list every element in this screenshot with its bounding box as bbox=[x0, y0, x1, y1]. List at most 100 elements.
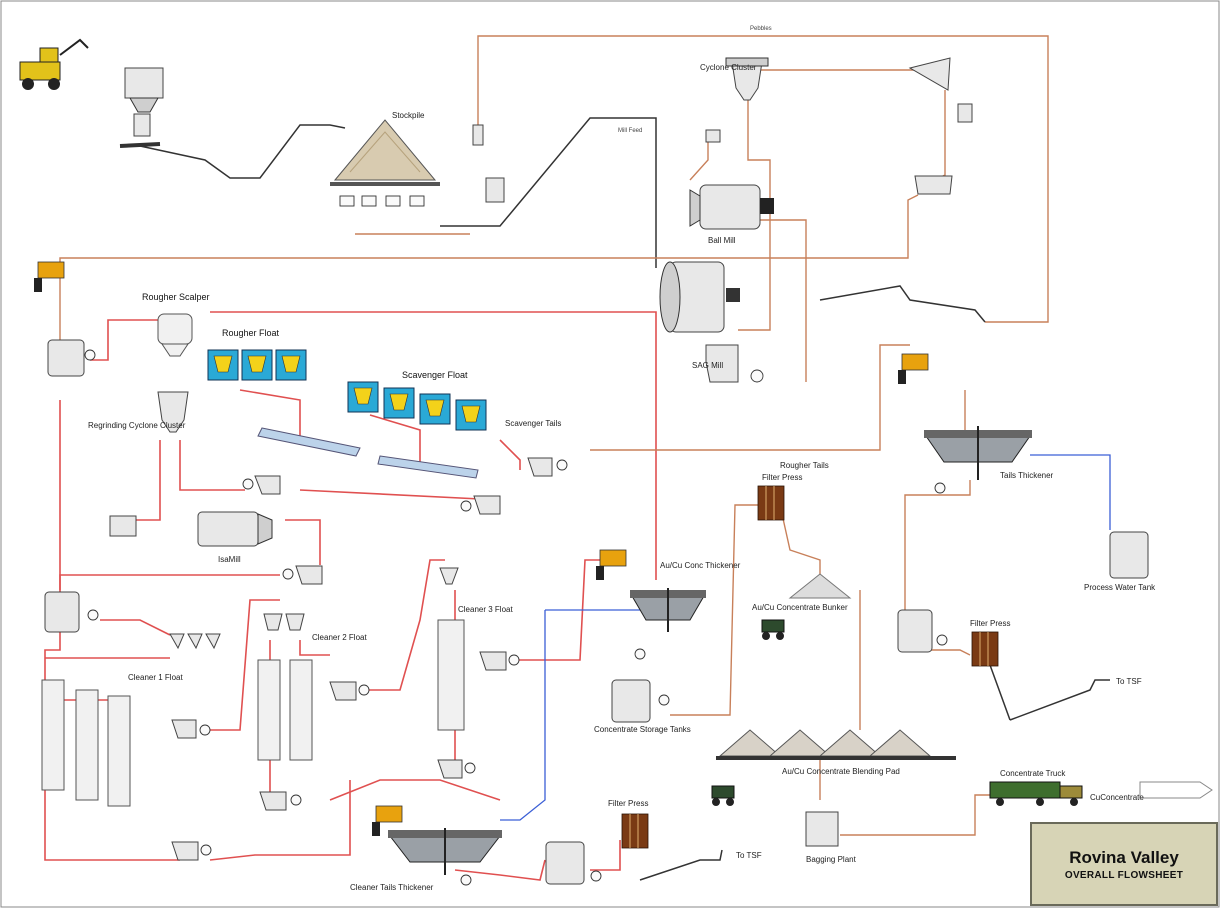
sag-mill bbox=[659, 261, 740, 383]
sag-feed-line bbox=[640, 117, 657, 268]
aucu-conc-bunker bbox=[788, 573, 852, 599]
rougher-float-cells bbox=[207, 349, 307, 381]
isamill-label: IsaMill bbox=[218, 555, 241, 564]
pump-box-6 bbox=[329, 681, 370, 701]
isamill-discharge-line bbox=[285, 519, 321, 565]
pump-box-3 bbox=[460, 495, 501, 515]
sampler-4 bbox=[372, 805, 403, 836]
cleaner-feed-line bbox=[59, 574, 280, 590]
title-block: Rovina Valley OVERALL FLOWSHEET bbox=[1030, 822, 1218, 906]
sampler-1 bbox=[34, 261, 65, 292]
filter-press-2-label: Filter Press bbox=[762, 473, 802, 482]
filter-press-1 bbox=[621, 813, 649, 849]
cleaner1-distributors bbox=[169, 633, 221, 650]
pipe-network bbox=[44, 35, 1111, 881]
loader-1-icon bbox=[761, 619, 785, 640]
filter-press-3-label: Filter Press bbox=[970, 619, 1010, 628]
filter-press-1-label: Filter Press bbox=[608, 799, 648, 808]
stockpile-label: Stockpile bbox=[392, 111, 425, 120]
tails-thickener-label: Tails Thickener bbox=[1000, 471, 1054, 480]
cu-concentrate-shape bbox=[1139, 781, 1213, 799]
bagging-plant-label: Bagging Plant bbox=[806, 855, 857, 864]
bagging-plant bbox=[805, 811, 839, 847]
scavenger-float-label: Scavenger Float bbox=[402, 370, 468, 380]
ball-mill bbox=[689, 184, 774, 230]
cleaner-tails-left-line bbox=[44, 400, 180, 861]
pump-box-2 bbox=[282, 565, 323, 585]
rougher-launder-line bbox=[239, 389, 301, 440]
scavenger-tails-label: Scavenger Tails bbox=[505, 419, 561, 428]
crusher-conveyor bbox=[139, 124, 346, 179]
tsf-line-2 bbox=[1009, 679, 1110, 721]
loader-2-icon bbox=[711, 785, 735, 806]
ct-tank-line bbox=[590, 840, 621, 871]
cleaner3-column bbox=[437, 567, 465, 731]
regrind-cyclone-cluster bbox=[157, 391, 189, 433]
sampler-3 bbox=[596, 549, 627, 580]
title-sub: OVERALL FLOWSHEET bbox=[1064, 870, 1184, 881]
rougher-launder bbox=[257, 427, 361, 457]
pump-box-1 bbox=[242, 475, 281, 495]
ball-mill-feed bbox=[689, 135, 709, 181]
process-water-line-1 bbox=[500, 610, 546, 821]
cleaner-tails-thickener bbox=[388, 828, 502, 886]
scav-cleaner-line bbox=[209, 780, 351, 861]
cleaner1-label: Cleaner 1 Float bbox=[128, 673, 183, 682]
conditioning-tank bbox=[47, 339, 96, 377]
trash-screen-line bbox=[934, 90, 946, 181]
regrind-overflow-line bbox=[299, 489, 501, 501]
cleaner-tails-thickener-label: Cleaner Tails Thickener bbox=[350, 883, 434, 892]
cleaner2-conc-line bbox=[360, 559, 445, 691]
mill-feed-label: Mill Feed bbox=[618, 128, 642, 134]
process-water-tank bbox=[1109, 531, 1149, 579]
scavenger-launder bbox=[377, 455, 479, 479]
stockpile bbox=[330, 119, 440, 207]
cleaner-feed-tank bbox=[44, 591, 99, 633]
flotation-feed-line bbox=[59, 194, 919, 345]
aucu-bunker-label: Au/Cu Concentrate Bunker bbox=[752, 603, 848, 612]
concentrate-storage-tanks bbox=[611, 679, 670, 723]
pebble-conveyor bbox=[819, 285, 986, 323]
blending-pad-label: Au/Cu Concentrate Blending Pad bbox=[782, 767, 900, 776]
rougher-scalper-label: Rougher Scalper bbox=[142, 292, 210, 302]
pump-box-5 bbox=[171, 719, 211, 739]
reclaim-feeders bbox=[339, 195, 425, 207]
title-main: Rovina Valley bbox=[1069, 848, 1179, 867]
ct-thickener-underflow bbox=[454, 859, 546, 881]
to-tsf-2-label: To TSF bbox=[1116, 677, 1142, 686]
tails-filter-line bbox=[930, 649, 971, 656]
mill-feed-conveyor bbox=[440, 117, 640, 227]
pebble-recycle-line bbox=[477, 35, 1049, 323]
tails-overflow-water-line bbox=[1030, 454, 1111, 530]
concentrate-truck-label: Concentrate Truck bbox=[1000, 769, 1066, 778]
pebbles-label: Pebbles bbox=[750, 26, 772, 32]
tails-thickener-uf bbox=[904, 480, 971, 615]
concentrate-truck-icon bbox=[989, 781, 1083, 806]
tails-filter-discharge bbox=[989, 664, 1011, 721]
aucu-conc-thickener bbox=[630, 588, 706, 660]
rougher-feed-line bbox=[90, 319, 160, 361]
ball-mill-label: Ball Mill bbox=[708, 236, 736, 245]
scavenger-launder-line bbox=[369, 414, 421, 470]
cyclone-underflow bbox=[738, 95, 771, 331]
filter-press-3 bbox=[971, 631, 999, 667]
rougher-tails-label: Rougher Tails bbox=[780, 461, 829, 470]
pump-box-10 bbox=[171, 841, 212, 861]
pump-box-4 bbox=[527, 457, 568, 477]
bagging-to-truck-line bbox=[840, 794, 1000, 836]
cleaner1-columns bbox=[41, 679, 131, 807]
cleaner-tails-tank bbox=[545, 841, 602, 885]
regrind-feed-line bbox=[130, 440, 161, 521]
tsf-line-1 bbox=[639, 849, 723, 881]
pump-box-8 bbox=[437, 759, 476, 779]
sag-discharge-pump bbox=[750, 369, 764, 383]
cleaner2-columns bbox=[257, 613, 313, 761]
regrind-cyclone-label: Regrinding Cyclone Cluster bbox=[88, 421, 186, 430]
tails-filter-tank bbox=[897, 609, 948, 653]
cleaner2-feed bbox=[299, 640, 330, 656]
scavenger-tails-line bbox=[499, 439, 521, 470]
cyclone-cluster-label: Cyclone Cluster bbox=[700, 63, 757, 72]
filter-to-bunker-line bbox=[779, 504, 821, 580]
primary-cyclone-cluster bbox=[725, 57, 769, 101]
